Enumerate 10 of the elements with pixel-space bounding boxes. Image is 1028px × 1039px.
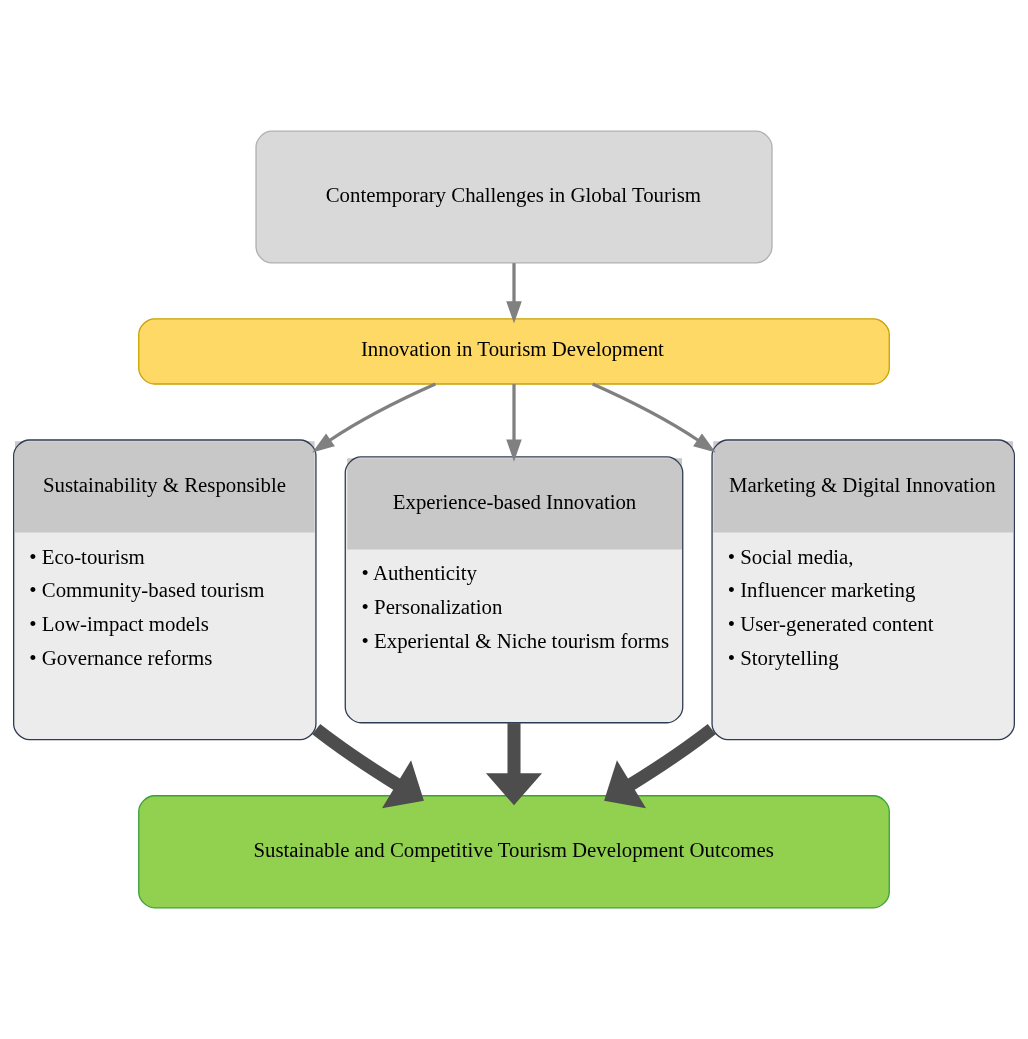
node-box: Innovation in Tourism Development [138, 318, 890, 385]
arrow [592, 382, 716, 453]
arrow [506, 384, 522, 462]
node-box: Sustainable and Competitive Tourism Development Outcomes [138, 795, 890, 909]
arrow [312, 723, 424, 809]
arrow [485, 723, 543, 806]
arrow [312, 382, 436, 453]
arrow [604, 723, 716, 809]
arrow [506, 263, 522, 324]
node-box: Contemporary Challenges in Global Tourism [255, 130, 773, 264]
